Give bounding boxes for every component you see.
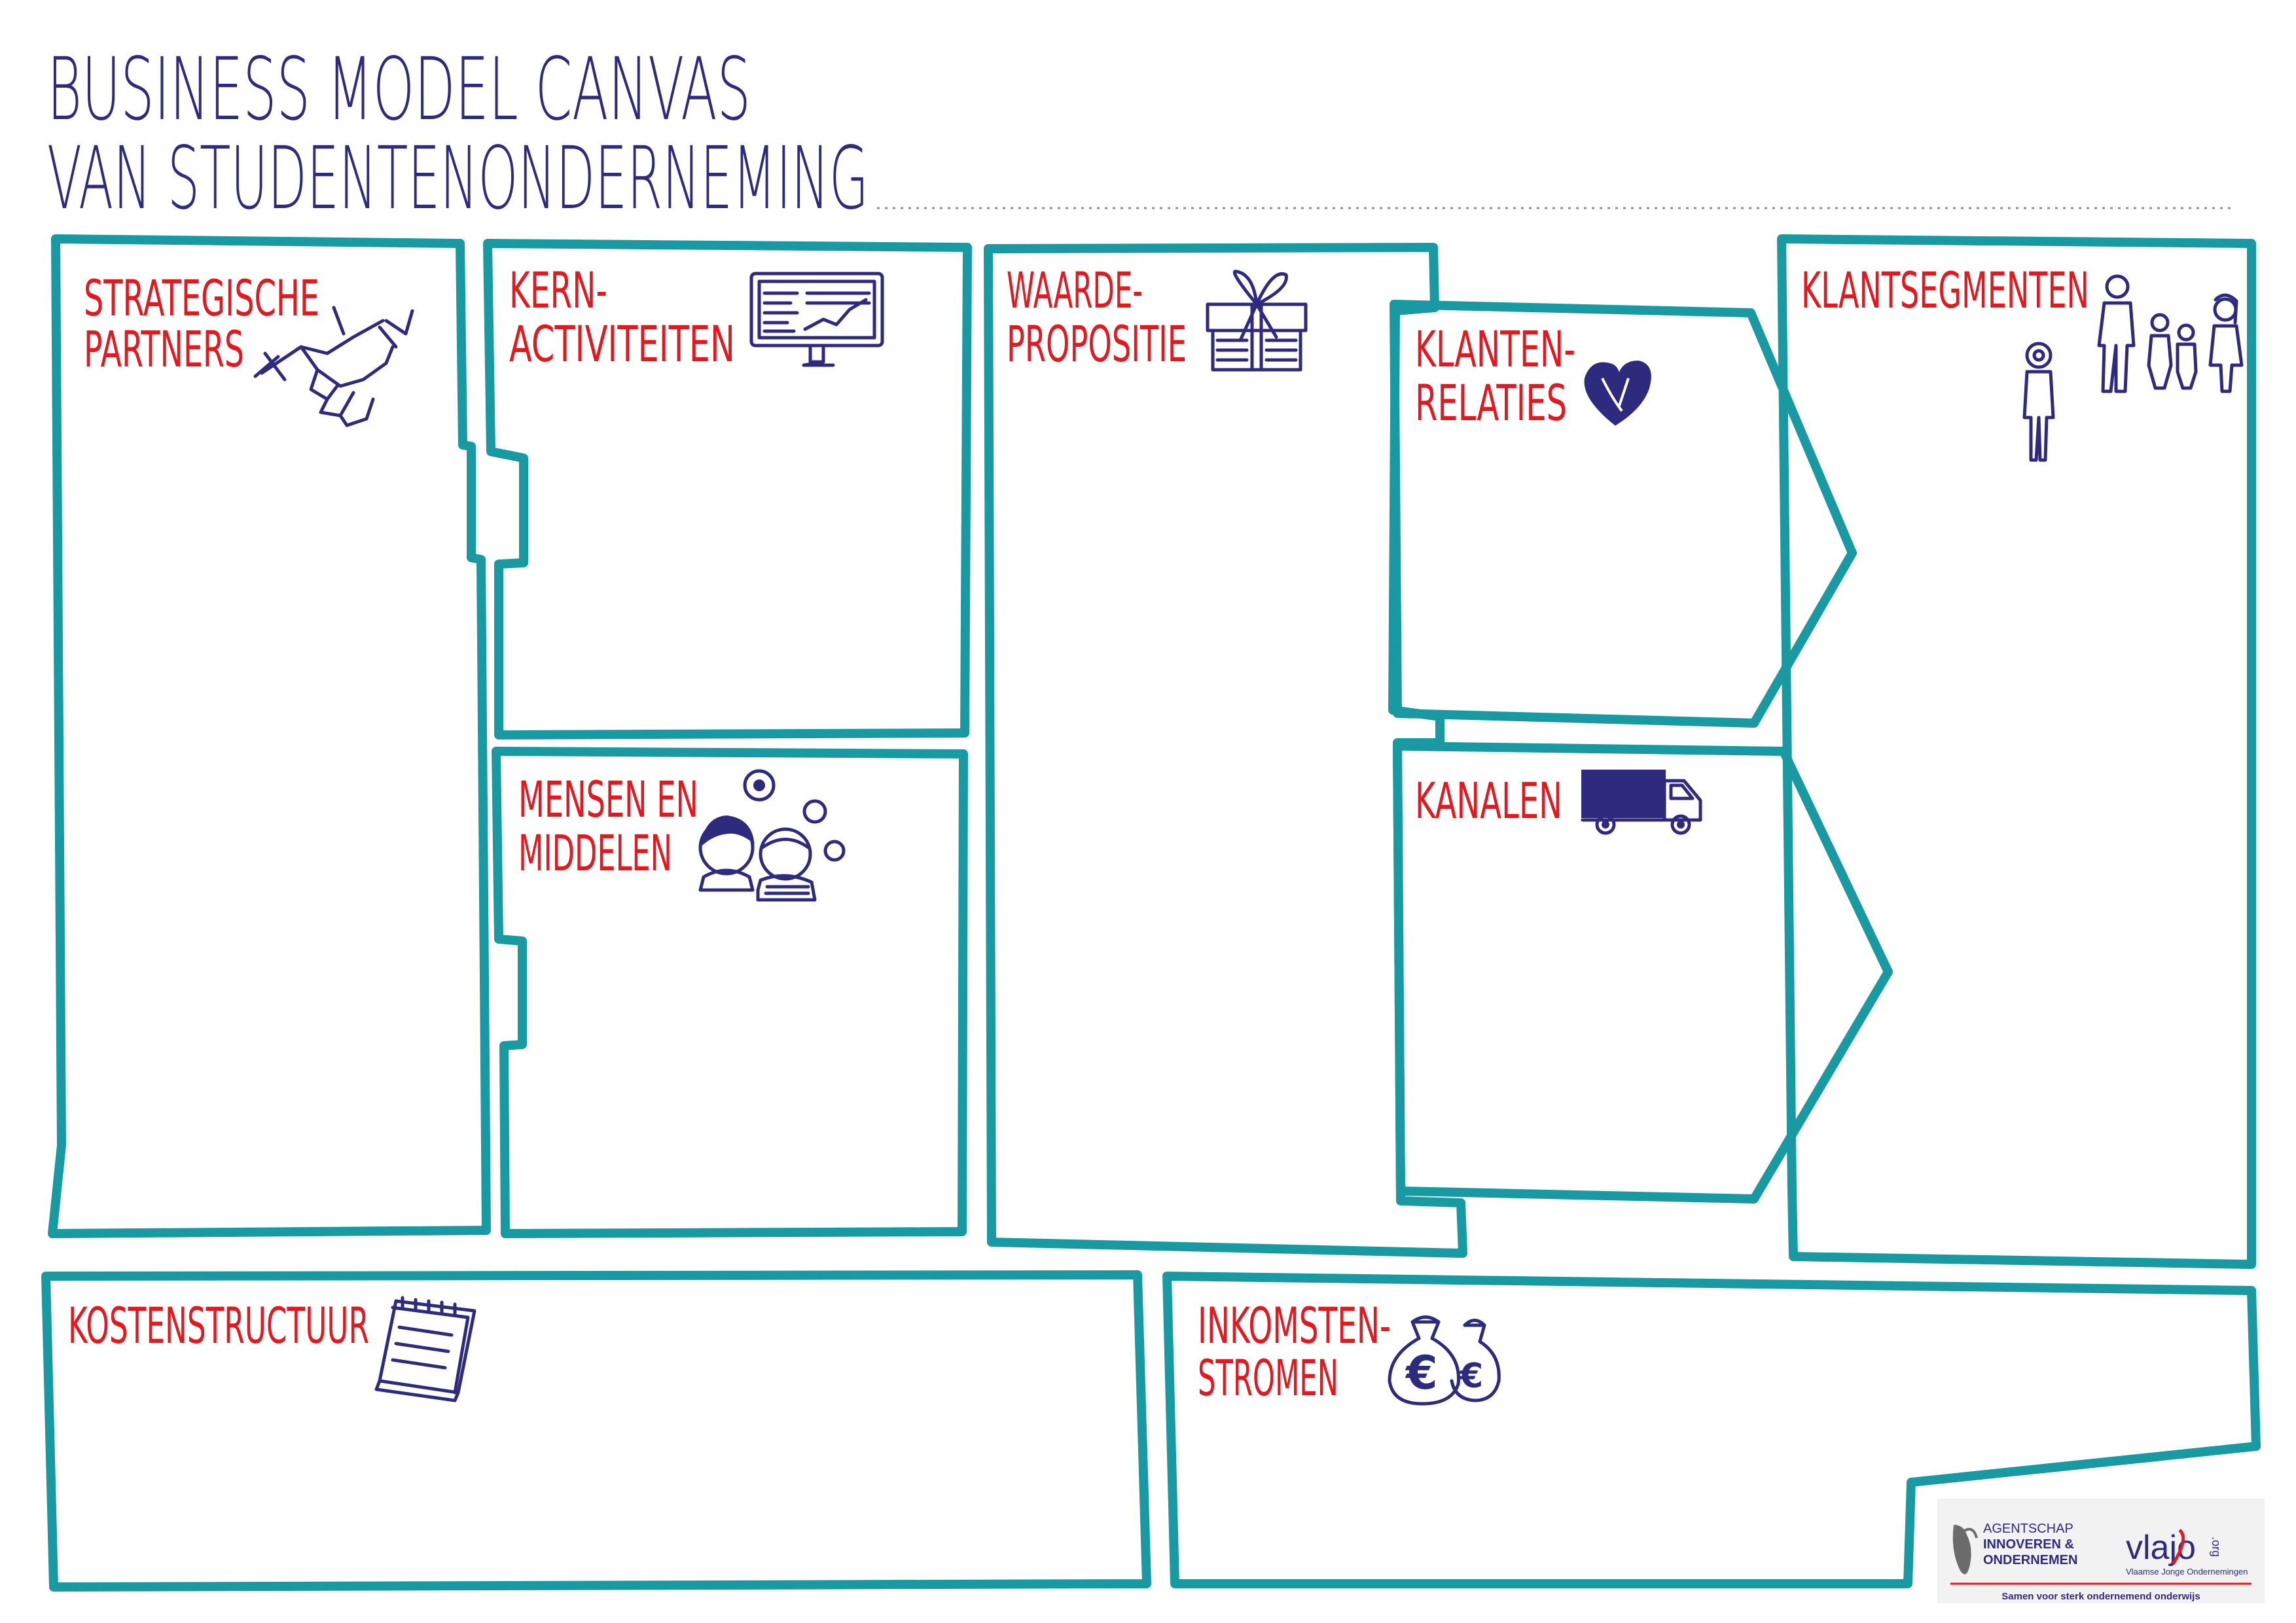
value-proposition-label-1: WAARDE- [1007,261,1143,319]
block-cost-structure [41,1270,1151,1592]
title-line-1: BUSINESS MODEL CANVAS [47,39,751,140]
customer-relationships-label-1: KLANTEN- [1415,320,1575,378]
block-channels [1393,741,1893,1204]
block-customer-segments [1777,234,2256,1269]
label-value-proposition: WAARDE- PROPOSITIE [1007,261,1187,373]
key-resources-label-2: MIDDELEN [518,824,672,882]
label-key-resources: MENSEN EN MIDDELEN [518,770,698,882]
title-line-2: VAN STUDENTENONDERNEMING [47,128,869,229]
agency-line-1: AGENTSCHAP [1983,1522,2073,1536]
footer-logo-panel [1937,1499,2265,1603]
label-cost-structure: KOSTENSTRUCTUUR [68,1296,369,1355]
money-bag-euro-small: € [1459,1357,1483,1396]
key-resources-label-1: MENSEN EN [518,770,698,829]
customer-segments-label: KLANTSEGMENTEN [1801,261,2089,319]
label-channels: KANALEN [1415,772,1562,830]
page-title: BUSINESS MODEL CANVAS VAN STUDENTENONDER… [47,39,869,229]
label-strategic-partners: STRATEGISCHE PARTNERS [84,269,319,378]
money-bags-icon: € € [1388,1315,1501,1406]
money-bag-euro-large: € [1405,1346,1438,1400]
label-key-activities: KERN- ACTIVITEITEN [509,261,735,373]
truck-icon [1581,770,1702,835]
agency-line-3: ONDERNEMEN [1983,1553,2077,1567]
revenue-streams-label-2: STROMEN [1198,1349,1338,1407]
key-activities-label-2: ACTIVITEITEN [509,315,735,373]
label-customer-relationships: KLANTEN- RELATIES [1415,320,1575,432]
key-resources-outline [492,747,968,1238]
key-activities-label-1: KERN- [509,261,607,319]
revenue-streams-label-1: INKOMSTEN- [1198,1296,1391,1355]
vlajo-logo: vlajo [2126,1529,2196,1567]
handshake-icon [253,306,414,427]
block-key-activities [483,239,972,740]
customer-relationships-label-2: RELATIES [1415,374,1567,432]
notepad-icon [374,1296,476,1402]
strategic-partners-label-1: STRATEGISCHE [84,269,319,327]
block-strategic-partners [48,234,491,1238]
gift-icon [1206,270,1308,372]
customer-relationships-outline [1390,300,1857,728]
vlajo-subtitle: Vlaamse Jonge Ondernemingen [2126,1567,2248,1577]
block-revenue-streams [1162,1272,2261,1588]
lion-emblem-icon [1952,1525,1978,1575]
channels-outline [1393,741,1893,1204]
cost-structure-outline [41,1270,1151,1592]
strategic-partners-outline [48,234,491,1238]
value-proposition-label-2: PROPOSITIE [1007,315,1187,373]
label-revenue-streams: INKOMSTEN- STROMEN [1198,1296,1391,1407]
revenue-streams-outline [1162,1272,2261,1588]
footer-logos: AGENTSCHAP INNOVEREN & ONDERNEMEN vlajo … [1937,1499,2265,1603]
heart-icon [1584,360,1651,426]
customer-segments-outline [1777,234,2256,1269]
channels-label: KANALEN [1415,772,1562,830]
cost-structure-label: KOSTENSTRUCTUUR [68,1296,369,1355]
block-key-resources [492,747,968,1238]
footer-tagline: Samen voor sterk ondernemend onderwijs [2001,1591,2200,1602]
strategic-partners-label-2: PARTNERS [84,320,244,378]
vlajo-domain: .org [2210,1537,2223,1557]
family-icon [2022,274,2244,462]
block-customer-relationships [1390,300,1857,728]
monitor-chart-icon [749,272,884,367]
agency-line-2: INNOVEREN & [1983,1537,2074,1552]
people-gears-icon [698,769,846,902]
label-customer-segments: KLANTSEGMENTEN [1801,261,2089,319]
key-activities-outline [483,239,972,740]
